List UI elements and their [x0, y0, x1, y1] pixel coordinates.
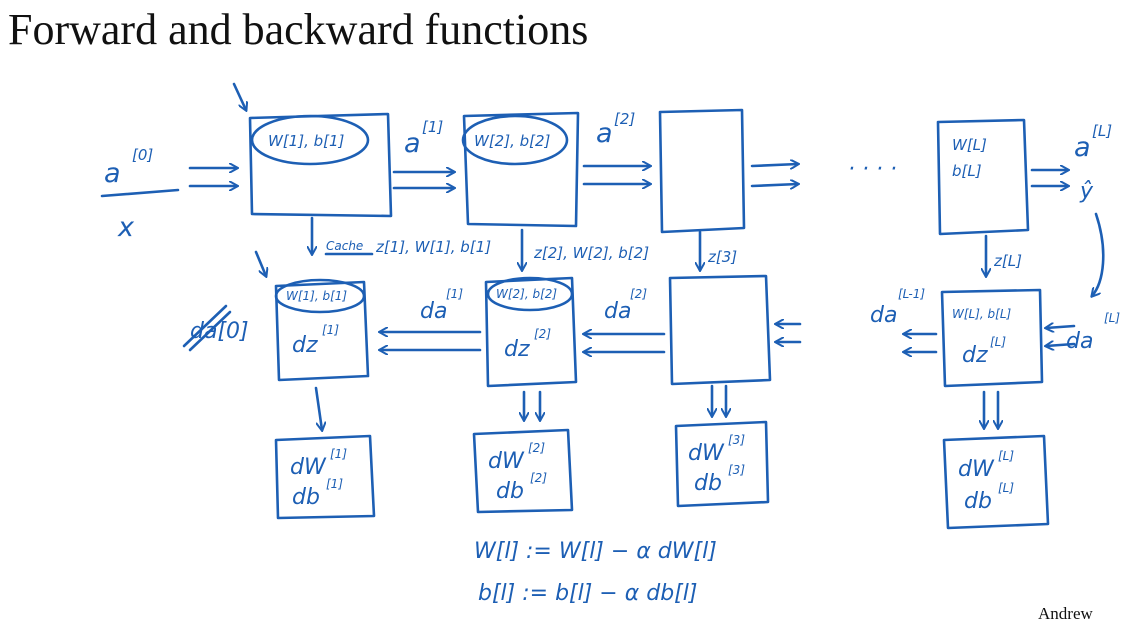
- gradient-box-1: [274, 434, 376, 520]
- backward-dzL-sup: [L]: [990, 335, 1006, 349]
- forward-block-L: [936, 118, 1030, 236]
- forward-block-1: [248, 112, 393, 218]
- gradient-box-3: [674, 420, 770, 508]
- grad-dwL-sup: [L]: [998, 449, 1014, 463]
- cache-values-L: z[L]: [993, 252, 1022, 270]
- update-rule-b: b[l] := b[l] − α db[l]: [478, 581, 697, 606]
- backward-params-1: W[1], b[1]: [286, 289, 347, 303]
- output-aL-sup: [L]: [1092, 122, 1112, 140]
- grad-dwL: dW: [958, 457, 995, 482]
- forward-block-2: [462, 111, 580, 228]
- input-a-label: a: [104, 158, 121, 189]
- grad-dbL: db: [964, 489, 992, 514]
- forward-params-L-b: b[L]: [952, 162, 982, 180]
- da2-sup: [2]: [630, 287, 647, 301]
- daL-sup: [L]: [1104, 311, 1120, 325]
- backward-dz1-sup: [1]: [322, 323, 339, 337]
- grad-db1-sup: [1]: [326, 477, 343, 491]
- update-rule-w: W[l] := W[l] − α dW[l]: [474, 539, 717, 564]
- grad-db2-sup: [2]: [530, 471, 547, 485]
- cache-values-2: z[2], W[2], b[2]: [533, 244, 649, 262]
- forward-params-1-circle: [250, 114, 370, 166]
- output-a1-sup: [1]: [422, 118, 443, 136]
- grad-dw3: dW: [688, 441, 725, 466]
- daL-arrow-bottom: [1046, 344, 1076, 346]
- backward-params-L: W[L], b[L]: [952, 307, 1012, 321]
- output-yhat: ŷ: [1079, 179, 1094, 204]
- da0-crossed-label: da[0]: [190, 319, 249, 344]
- backward-dz1-label: dz: [292, 333, 318, 358]
- backward-block-3: [668, 274, 772, 386]
- slide-credit: Andrew: [1038, 604, 1093, 623]
- grad-db3: db: [694, 471, 722, 496]
- da0-strike-2: [188, 310, 232, 352]
- gradient-box-L: [942, 434, 1050, 530]
- daL-label: da: [1066, 329, 1093, 354]
- backward-dz2-sup: [2]: [534, 327, 551, 341]
- cache-word: Cache: [326, 239, 363, 253]
- output-a2-sup: [2]: [614, 110, 635, 128]
- output-aL-label: a: [1074, 132, 1091, 163]
- grad-dw2: dW: [488, 449, 525, 474]
- output-a1-label: a: [404, 128, 421, 159]
- slide-title: Forward and backward functions: [8, 5, 589, 54]
- daL-arrow-top: [1046, 326, 1076, 328]
- da1-sup: [1]: [446, 287, 463, 301]
- gradient-box-2: [472, 428, 574, 514]
- da0-strike-1: [182, 304, 228, 348]
- loss-curve: [1092, 212, 1105, 296]
- daLminus1-label: da: [870, 303, 897, 328]
- backward-block-L: [940, 288, 1044, 388]
- output-a2-label: a: [596, 118, 613, 149]
- backward-params-2-circle: [486, 276, 574, 312]
- cache-values-1: z[1], W[1], b[1]: [375, 238, 491, 256]
- backward-dz2-label: dz: [504, 337, 530, 362]
- forward-params-2: W[2], b[2]: [474, 132, 551, 150]
- grad-db3-sup: [3]: [728, 463, 745, 477]
- a3-arrow-top: [750, 164, 798, 166]
- backward-params-2: W[2], b[2]: [496, 287, 557, 301]
- da1-label: da: [420, 299, 447, 324]
- backward-params-1-circle: [274, 278, 366, 314]
- cache-values-3: z[3]: [707, 248, 737, 266]
- input-fraction-line: [100, 188, 180, 198]
- forward-block-3: [658, 108, 746, 234]
- daLminus1-sup: [L-1]: [898, 287, 925, 301]
- grad-db2: db: [496, 479, 524, 504]
- forward-params-L-W: W[L]: [952, 136, 987, 154]
- grad-arrow-1: [314, 386, 322, 430]
- input-a-sup: [0]: [132, 146, 153, 164]
- grad-dw3-sup: [3]: [728, 433, 745, 447]
- grad-db1: db: [292, 485, 320, 510]
- grad-dw1-sup: [1]: [330, 447, 347, 461]
- entry-arrow-forward: [232, 82, 246, 110]
- grad-dw1: dW: [290, 455, 327, 480]
- forward-params-1: W[1], b[1]: [268, 132, 345, 150]
- layer-ellipsis: · · · ·: [848, 157, 897, 182]
- forward-params-2-circle: [461, 114, 569, 166]
- da2-label: da: [604, 299, 631, 324]
- entry-arrow-backward: [254, 250, 266, 276]
- grad-dbL-sup: [L]: [998, 481, 1014, 495]
- input-x-label: x: [117, 212, 135, 243]
- backward-block-1: [274, 280, 370, 382]
- backward-dzL-label: dz: [962, 343, 988, 368]
- grad-dw2-sup: [2]: [528, 441, 545, 455]
- a3-arrow-bottom: [750, 184, 798, 186]
